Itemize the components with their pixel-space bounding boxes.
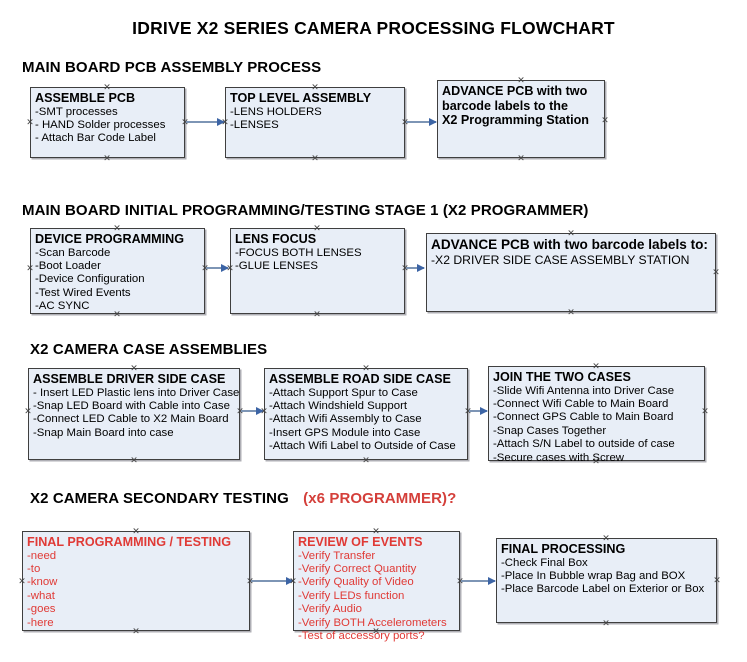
- box-assemble-road-side-case[interactable]: ASSEMBLE ROAD SIDE CASE -Attach Support …: [264, 368, 468, 460]
- connector-2-1: [206, 263, 229, 272]
- arrow-head-icon: [488, 576, 496, 585]
- box-line: -Slide Wifi Antenna into Driver Case: [493, 384, 675, 397]
- section-heading-1: MAIN BOARD PCB ASSEMBLY PROCESS: [22, 59, 322, 76]
- box-device-programming[interactable]: DEVICE PROGRAMMING -Scan Barcode -Boot L…: [30, 228, 205, 314]
- box-title: ADVANCE PCB with two: [442, 84, 588, 98]
- box-line: -Verify Quality of Video: [298, 576, 414, 589]
- box-advance-pcb-station[interactable]: ADVANCE PCB with two barcode labels to t…: [437, 80, 605, 158]
- box-join-the-two-cases[interactable]: JOIN THE TWO CASES -Slide Wifi Antenna i…: [488, 366, 705, 464]
- box-title: ASSEMBLE PCB: [35, 91, 136, 105]
- box-line: -Secure cases with Screw: [493, 451, 625, 464]
- box-title: ASSEMBLE ROAD SIDE CASE: [269, 372, 451, 386]
- arrow-head-icon: [221, 263, 229, 272]
- box-line: -SMT processes: [35, 105, 118, 118]
- section-heading-3: X2 CAMERA CASE ASSEMBLIES: [30, 341, 268, 358]
- box-line: -here: [27, 616, 54, 629]
- box-line: -Place Barcode Label on Exterior or Box: [501, 583, 705, 596]
- section-heading-4-text: X2 CAMERA SECONDARY TESTING: [30, 490, 289, 507]
- box-line: X2 Programming Station: [442, 113, 589, 127]
- box-final-processing[interactable]: FINAL PROCESSING -Check Final Box -Place…: [496, 538, 717, 623]
- box-line: -Insert GPS Module into Case: [269, 426, 421, 439]
- connector-3-1: [241, 406, 264, 415]
- box-line: -Verify Correct Quantity: [298, 562, 417, 575]
- box-line: -Attach Support Spur to Case: [269, 386, 418, 399]
- box-line: -Connect GPS Cable to Main Board: [493, 411, 674, 424]
- box-final-programming-testing[interactable]: FINAL PROGRAMMING / TESTING -need -to -k…: [22, 531, 250, 631]
- box-line: -Verify LEDs function: [298, 589, 405, 602]
- section-heading-4: X2 CAMERA SECONDARY TESTING (x6 PROGRAMM…: [30, 490, 456, 507]
- box-line: -Attach Wifi Label to Outside of Case: [269, 440, 456, 453]
- box-line: -GLUE LENSES: [235, 259, 318, 272]
- box-line: -LENSES: [230, 118, 279, 131]
- box-line: -what: [27, 589, 55, 602]
- page-title: IDRIVE X2 SERIES CAMERA PROCESSING FLOWC…: [132, 18, 615, 38]
- box-line: -Verify Transfer: [298, 549, 376, 562]
- box-line: barcode labels to the: [442, 98, 568, 113]
- box-line: -X2 DRIVER SIDE CASE ASSEMBLY STATION: [431, 253, 690, 267]
- box-line: -Snap Cases Together: [493, 424, 607, 437]
- box-line: -Place In Bubble wrap Bag and BOX: [501, 569, 686, 582]
- box-line: -Device Configuration: [35, 273, 145, 286]
- box-line: -Scan Barcode: [35, 246, 111, 259]
- box-line: -Attach S/N Label to outside of case: [493, 438, 675, 451]
- box-line: -AC SYNC: [35, 300, 90, 313]
- box-title: DEVICE PROGRAMMING: [35, 232, 185, 246]
- box-line: -Verify BOTH Accelerometers: [298, 616, 447, 629]
- box-title: LENS FOCUS: [235, 232, 317, 246]
- arrow-head-icon: [217, 117, 225, 126]
- arrow-head-icon: [256, 406, 264, 415]
- box-title: REVIEW OF EVENTS: [298, 535, 423, 549]
- box-line: -LENS HOLDERS: [230, 105, 322, 118]
- box-title: JOIN THE TWO CASES: [493, 370, 631, 384]
- box-title: FINAL PROCESSING: [501, 542, 626, 556]
- arrow-head-icon: [429, 117, 437, 126]
- box-line-overflow: -Test of accessory ports?: [298, 629, 425, 642]
- box-line: -Verify Audio: [298, 603, 362, 616]
- box-top-level-assembly[interactable]: TOP LEVEL ASSEMBLY -LENS HOLDERS -LENSES: [225, 87, 405, 158]
- section-heading-4-accent: (x6 PROGRAMMER)?: [303, 490, 457, 507]
- box-line: -Attach Wifi Assembly to Case: [269, 413, 422, 426]
- box-line: -Connect LED Cable to X2 Main Board: [33, 413, 229, 426]
- box-assemble-driver-side-case[interactable]: ASSEMBLE DRIVER SIDE CASE - Insert LED P…: [28, 368, 240, 460]
- box-lens-focus[interactable]: LENS FOCUS -FOCUS BOTH LENSES -GLUE LENS…: [230, 228, 405, 314]
- box-advance-pcb-driver-case[interactable]: ADVANCE PCB with two barcode labels to: …: [426, 233, 716, 312]
- box-line: - Attach Bar Code Label: [35, 132, 156, 145]
- box-title: FINAL PROGRAMMING / TESTING: [27, 535, 232, 549]
- connector-2-2: [406, 263, 425, 272]
- box-line: -Test Wired Events: [35, 286, 131, 299]
- box-title: ASSEMBLE DRIVER SIDE CASE: [33, 372, 226, 386]
- arrow-head-icon: [286, 576, 294, 585]
- box-line: -Snap Main Board into case: [33, 426, 174, 439]
- connector-3-2: [469, 406, 488, 415]
- box-line: -FOCUS BOTH LENSES: [235, 246, 362, 259]
- box-line: -Check Final Box: [501, 556, 588, 569]
- box-assemble-pcb[interactable]: ASSEMBLE PCB -SMT processes - HAND Solde…: [30, 87, 185, 158]
- box-title: TOP LEVEL ASSEMBLY: [230, 91, 372, 105]
- connector-4-1: [251, 576, 294, 585]
- box-line: -Boot Loader: [35, 259, 101, 272]
- connector-4-2: [461, 576, 496, 585]
- section-heading-2: MAIN BOARD INITIAL PROGRAMMING/TESTING S…: [22, 202, 589, 219]
- box-line: -Snap LED Board with Cable into Case: [33, 399, 230, 412]
- box-line: - HAND Solder processes: [35, 118, 166, 131]
- box-line: -know: [27, 576, 58, 589]
- box-line: -to: [27, 562, 41, 575]
- box-line: -goes: [27, 603, 56, 616]
- connector-1-2: [406, 117, 437, 126]
- box-review-of-events[interactable]: REVIEW OF EVENTS -Verify Transfer -Verif…: [293, 531, 460, 642]
- box-line: -Attach Windshield Support: [269, 399, 408, 412]
- arrow-head-icon: [417, 263, 425, 272]
- connector-1-1: [186, 117, 225, 126]
- box-line: - Insert LED Plastic lens into Driver Ca…: [33, 386, 240, 399]
- box-title: ADVANCE PCB with two barcode labels to:: [431, 237, 708, 252]
- box-line: -Connect Wifi Cable to Main Board: [493, 397, 669, 410]
- box-line: -need: [27, 549, 57, 562]
- arrow-head-icon: [480, 406, 488, 415]
